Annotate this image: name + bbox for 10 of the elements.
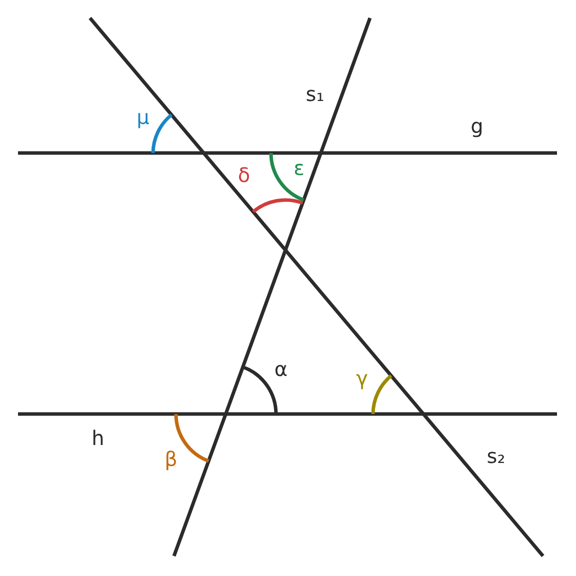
angle-label: μ [136, 107, 150, 127]
line-label: s₁ [306, 84, 324, 104]
angle-label: α [274, 359, 288, 379]
angle-label: β [164, 449, 178, 469]
angle-label: δ [238, 165, 250, 185]
angle-label: ε [294, 158, 304, 178]
angle-label: γ [356, 368, 368, 388]
line-label: s₂ [486, 446, 506, 466]
line-label: g [470, 116, 484, 136]
line-label: h [92, 428, 104, 448]
